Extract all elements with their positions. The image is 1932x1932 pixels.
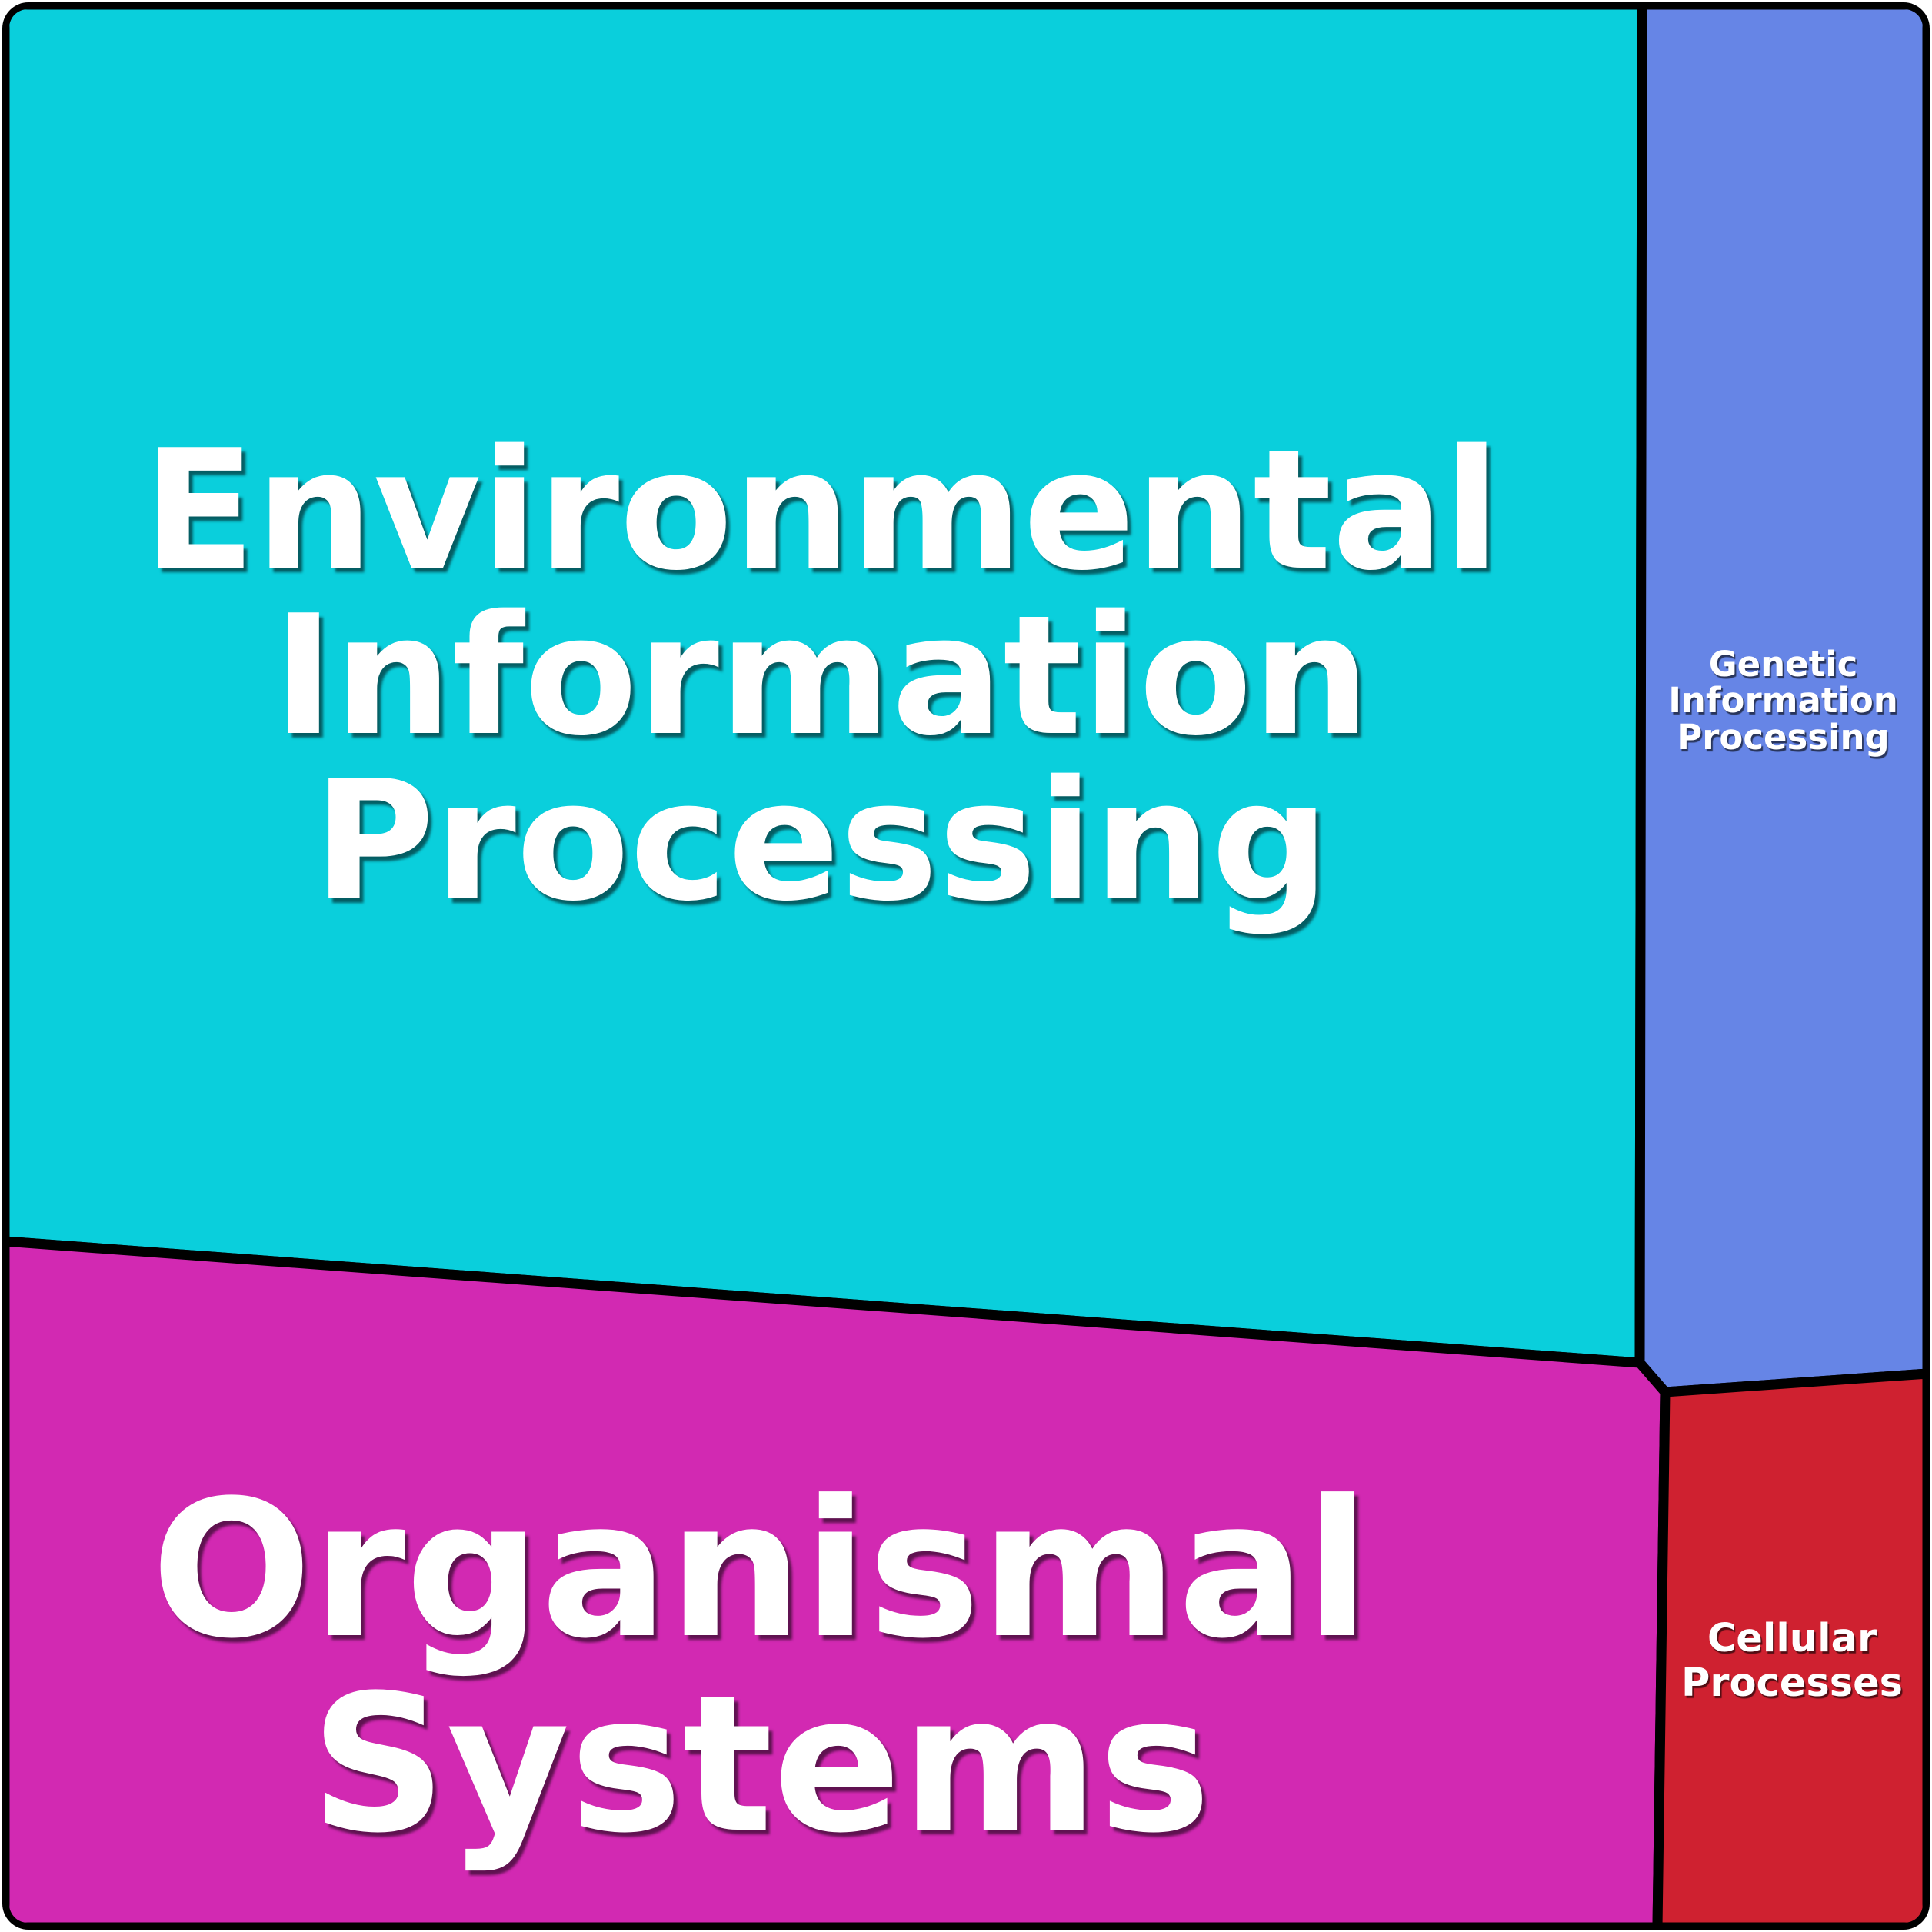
cell-genetic-information-processing[interactable] — [1634, 5, 1927, 1397]
cell-organismal-systems[interactable] — [5, 1236, 1671, 1927]
cell-environmental-information-processing[interactable] — [5, 5, 1647, 1368]
cell-cellular-processes[interactable] — [1652, 1368, 1927, 1927]
